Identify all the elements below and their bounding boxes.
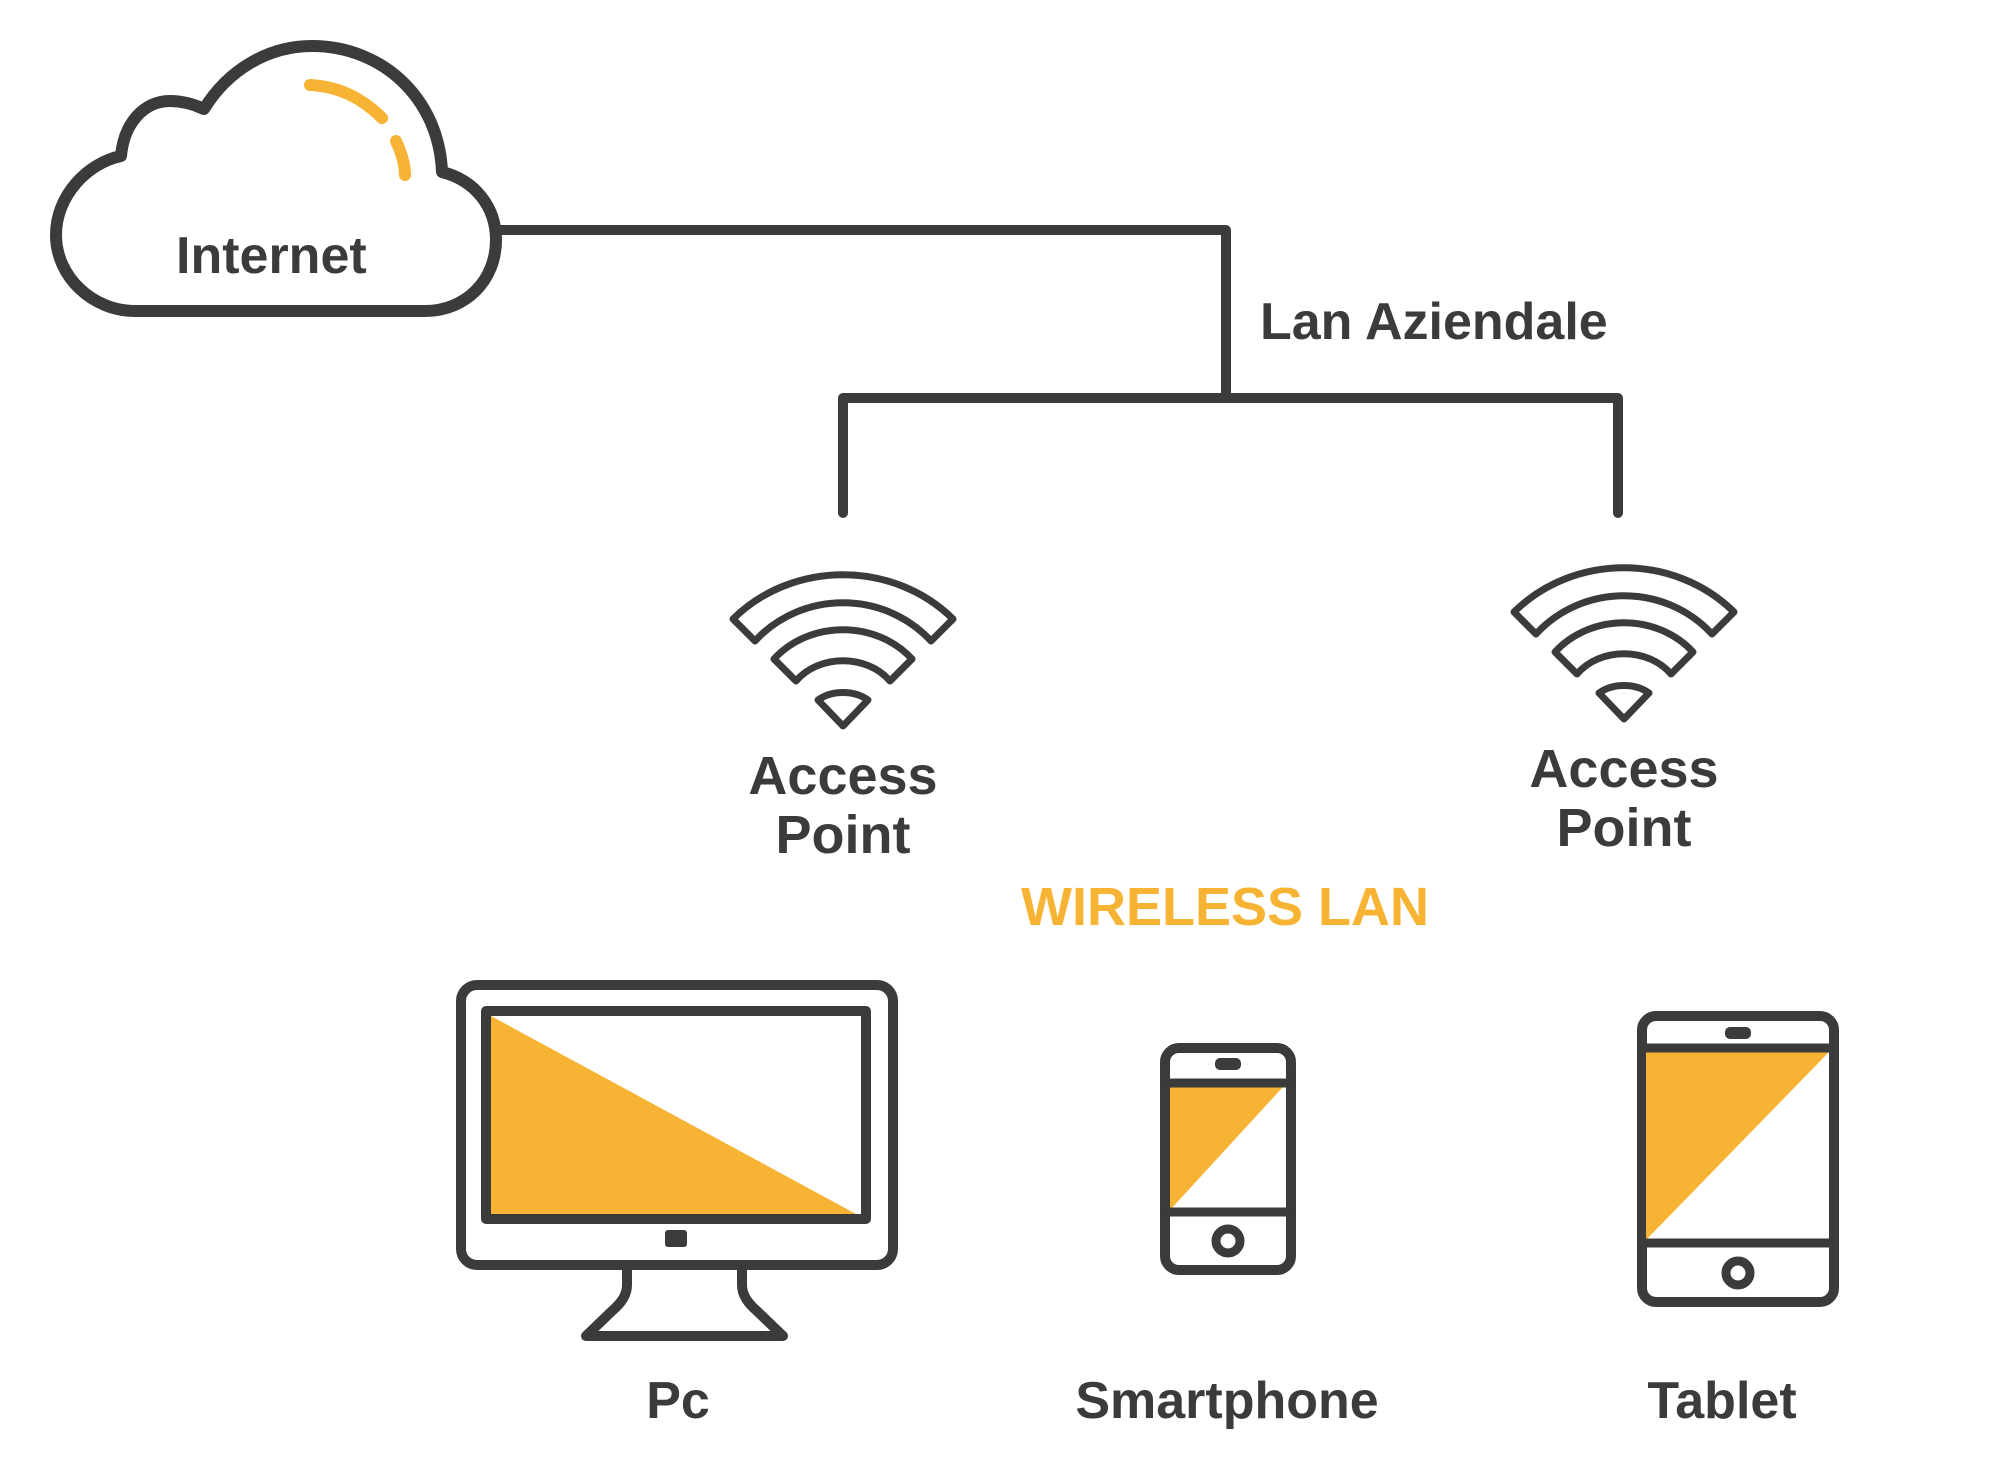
monitor-screen-fill: [491, 1016, 856, 1214]
lan-label: Lan Aziendale: [1260, 293, 1608, 351]
access-point-label-line2: Point: [775, 805, 911, 866]
tablet-icon: [1637, 1011, 1839, 1307]
cloud-signal-arc: [304, 79, 388, 124]
internet-label: Internet: [176, 227, 367, 285]
access-point-label-line1: Access: [748, 746, 938, 806]
access-point-label-line1: Access: [1529, 739, 1719, 799]
network-lines: [491, 225, 1623, 518]
cloud-signal-arc-small: [390, 135, 411, 181]
access-point-label-line2: Point: [1556, 798, 1692, 859]
tablet-screen-fill: [1646, 1051, 1830, 1240]
access-point-label-left: Access Point: [748, 746, 938, 866]
smartphone-icon: [1160, 1043, 1296, 1275]
wifi-icon: [1510, 564, 1738, 723]
smartphone-screen-fill: [1170, 1087, 1283, 1210]
wifi-icon: [729, 571, 957, 730]
wireless-lan-label: WIRELESS LAN: [1020, 877, 1430, 937]
cloud-icon: [50, 40, 502, 317]
monitor-icon: [456, 980, 898, 1341]
access-point-label-right: Access Point: [1529, 739, 1719, 859]
smartphone-label: Smartphone: [1075, 1372, 1379, 1430]
pc-label: Pc: [646, 1372, 710, 1430]
tablet-label: Tablet: [1647, 1372, 1797, 1430]
